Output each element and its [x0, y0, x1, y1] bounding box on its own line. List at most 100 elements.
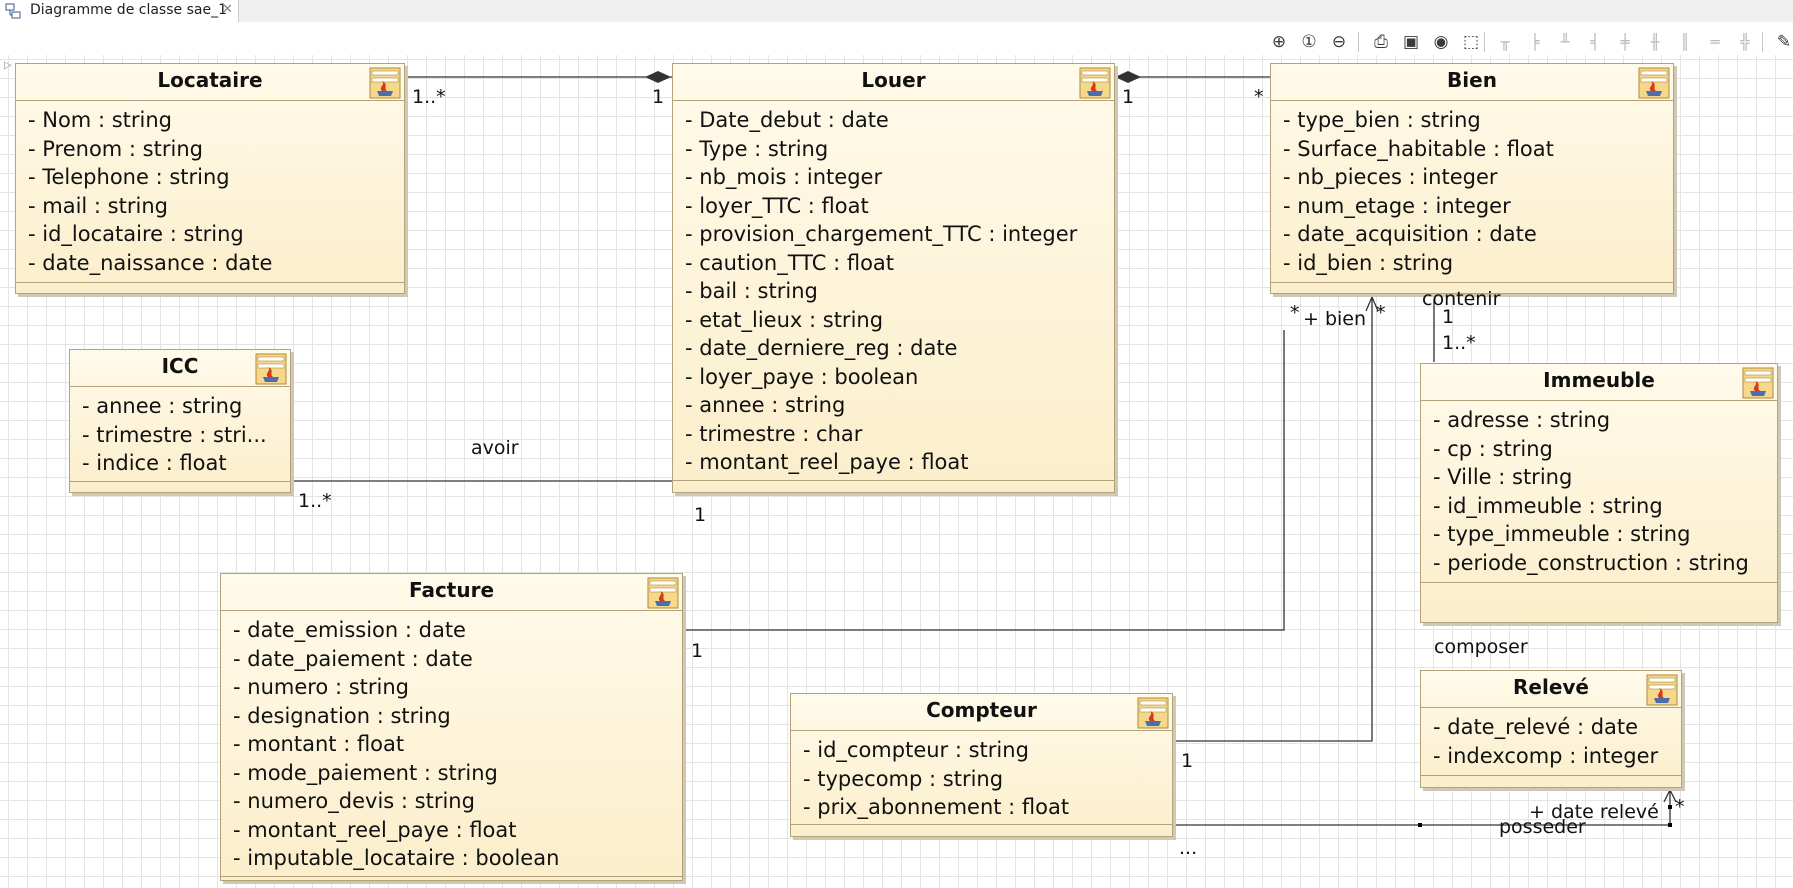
multiplicity-compteur: 1 — [1181, 750, 1194, 772]
attribute: - periode_construction : string — [1433, 550, 1749, 575]
distribute-vertical-icon[interactable]: ═ — [1710, 33, 1720, 51]
attribute: - imputable_locataire : boolean — [233, 846, 560, 870]
attribute: - indexcomp : integer — [1433, 743, 1659, 768]
multiplicity-releve: * — [1675, 796, 1685, 818]
attribute: - prix_abonnement : float — [803, 795, 1070, 819]
editor-tab-bar: Diagramme de classe sae_1 ✕ — [0, 0, 1793, 23]
save-icon[interactable]: ▣ — [1402, 32, 1420, 52]
align-center-icon[interactable]: ╪ — [1620, 33, 1630, 51]
camera-icon[interactable]: ◉ — [1433, 32, 1449, 52]
attribute: - adresse : string — [1433, 408, 1611, 432]
class-compteur[interactable]: Compteur - id_compteur : string - typecom… — [790, 693, 1173, 837]
association-name-avoir: avoir — [471, 437, 519, 459]
attribute: - annee : string — [685, 393, 846, 417]
attribute: - loyer_TTC : float — [685, 193, 869, 218]
attribute: - loyer_paye : boolean — [685, 364, 919, 389]
attribute: - Prenom : string — [28, 136, 203, 161]
class-facture[interactable]: Facture - date_emission : date- date_pai… — [220, 573, 683, 881]
divider — [1421, 707, 1681, 708]
class-releve[interactable]: Relevé - date_relevé : date- indexcomp :… — [1420, 670, 1682, 788]
class-immeuble[interactable]: Immeuble - adresse : string - cp : string… — [1420, 363, 1778, 623]
distribute-horizontal-icon[interactable]: ║ — [1680, 33, 1690, 51]
attribute: - typecomp : string — [803, 766, 1004, 791]
java-class-icon — [1638, 67, 1670, 99]
divider — [1421, 775, 1681, 776]
class-name: Bien — [1447, 68, 1497, 92]
role-date-releve: + date relevé — [1529, 801, 1659, 823]
composition-diamond-louer-left — [645, 71, 671, 83]
attribute: - annee : string — [82, 394, 243, 418]
brush-icon[interactable]: ✎ — [1776, 32, 1792, 52]
divider — [221, 610, 682, 611]
multiplicity-locataire-louer: 1..* — [412, 86, 446, 108]
align-right-icon[interactable]: ╡ — [1590, 33, 1600, 51]
select-icon[interactable]: ⬚ — [1462, 32, 1480, 52]
attribute: - date_derniere_reg : date — [685, 336, 958, 360]
tab-class-diagram[interactable]: Diagramme de classe sae_1 ✕ — [0, 0, 239, 22]
attribute: - numero : string — [233, 675, 409, 699]
attribute: - Ville : string — [1433, 465, 1573, 489]
divider — [1271, 282, 1673, 283]
attribute: - montant_reel_paye : float — [233, 817, 517, 842]
print-icon[interactable]: ⎙ — [1374, 32, 1388, 52]
navigability-arrow-bien — [1365, 295, 1379, 312]
class-icc[interactable]: ICC - annee : string - trimestre : stri..… — [69, 349, 291, 493]
class-name: Compteur — [926, 698, 1037, 722]
attribute: - mode_paiement : string — [233, 760, 498, 785]
toolbar-separator — [1762, 32, 1763, 52]
attribute: - provision_chargement_TTC : integer — [685, 222, 1078, 246]
class-bien[interactable]: Bien - type_bien : string- Surface_habit… — [1270, 63, 1674, 294]
attribute: - id_locataire : string — [28, 222, 244, 246]
attribute: - trimestre : stri... — [82, 422, 267, 447]
multiplicity-louer-bien: 1 — [1122, 86, 1135, 108]
attribute: - Nom : string — [28, 108, 172, 132]
multiplicity-contenir-bien: 1 — [1442, 306, 1455, 328]
divider — [70, 481, 290, 482]
align-bottom-icon[interactable]: ╨ — [1560, 33, 1570, 51]
attribute-list: - Date_debut : date- Type : string- nb_m… — [685, 106, 1110, 477]
attribute: - Telephone : string — [28, 165, 230, 189]
attribute-list: - type_bien : string- Surface_habitable … — [1283, 106, 1669, 277]
class-name: Immeuble — [1543, 368, 1655, 392]
association-compteur-bien — [1173, 297, 1373, 742]
zoom-out-icon[interactable]: ⊖ — [1331, 32, 1347, 52]
attribute: - designation : string — [233, 703, 451, 728]
role-bien: + bien — [1303, 308, 1367, 330]
multiplicity-compteur-dots: ... — [1179, 837, 1198, 859]
divider — [70, 386, 290, 387]
zoom-reset-icon[interactable]: ① — [1301, 32, 1317, 52]
class-locataire[interactable]: Locataire - Nom : string - Prenom : strin… — [15, 63, 405, 294]
align-top-icon[interactable]: ╥ — [1500, 33, 1510, 51]
expand-palette-icon[interactable]: ▷ — [4, 60, 12, 71]
toolbar-separator — [1484, 32, 1485, 52]
class-name: Louer — [861, 68, 926, 92]
class-name: ICC — [161, 354, 199, 378]
attribute: - Type : string — [685, 136, 829, 161]
association-name-contenir: contenir — [1422, 288, 1501, 310]
attribute: - cp : string — [1433, 436, 1553, 461]
class-name: Locataire — [157, 68, 263, 92]
zoom-in-icon[interactable]: ⊕ — [1271, 32, 1287, 52]
attribute: - Date_debut : date — [685, 108, 889, 132]
align-left-icon[interactable]: ╞ — [1530, 33, 1540, 51]
attribute: - montant_reel_paye : float — [685, 450, 969, 474]
close-icon[interactable]: ✕ — [222, 2, 233, 17]
attribute-list: - annee : string- trimestre : stri...- i… — [82, 392, 286, 478]
attribute: - date_naissance : date — [28, 250, 273, 275]
java-class-icon — [369, 67, 401, 99]
java-class-icon — [1137, 697, 1169, 729]
attribute: - type_immeuble : string — [1433, 522, 1691, 546]
align-middle-icon[interactable]: ╫ — [1650, 33, 1660, 51]
navigability-arrow-releve — [1663, 788, 1677, 803]
attribute-list: - Nom : string - Prenom : string - Telepho… — [28, 106, 400, 277]
attribute: - num_etage : integer — [1283, 193, 1511, 218]
attribute-list: - date_relevé : date- indexcomp : intege… — [1433, 713, 1677, 770]
attribute: - nb_pieces : integer — [1283, 165, 1498, 189]
attribute: - id_bien : string — [1283, 250, 1454, 275]
class-louer[interactable]: Louer - Date_debut : date - Type : string… — [672, 63, 1115, 493]
attribute: - id_compteur : string — [803, 738, 1029, 762]
association-name-composer: composer — [1434, 636, 1528, 658]
divider — [1421, 400, 1777, 401]
grid-icon[interactable]: ╬ — [1740, 33, 1750, 51]
attribute: - id_immeuble : string — [1433, 493, 1663, 518]
